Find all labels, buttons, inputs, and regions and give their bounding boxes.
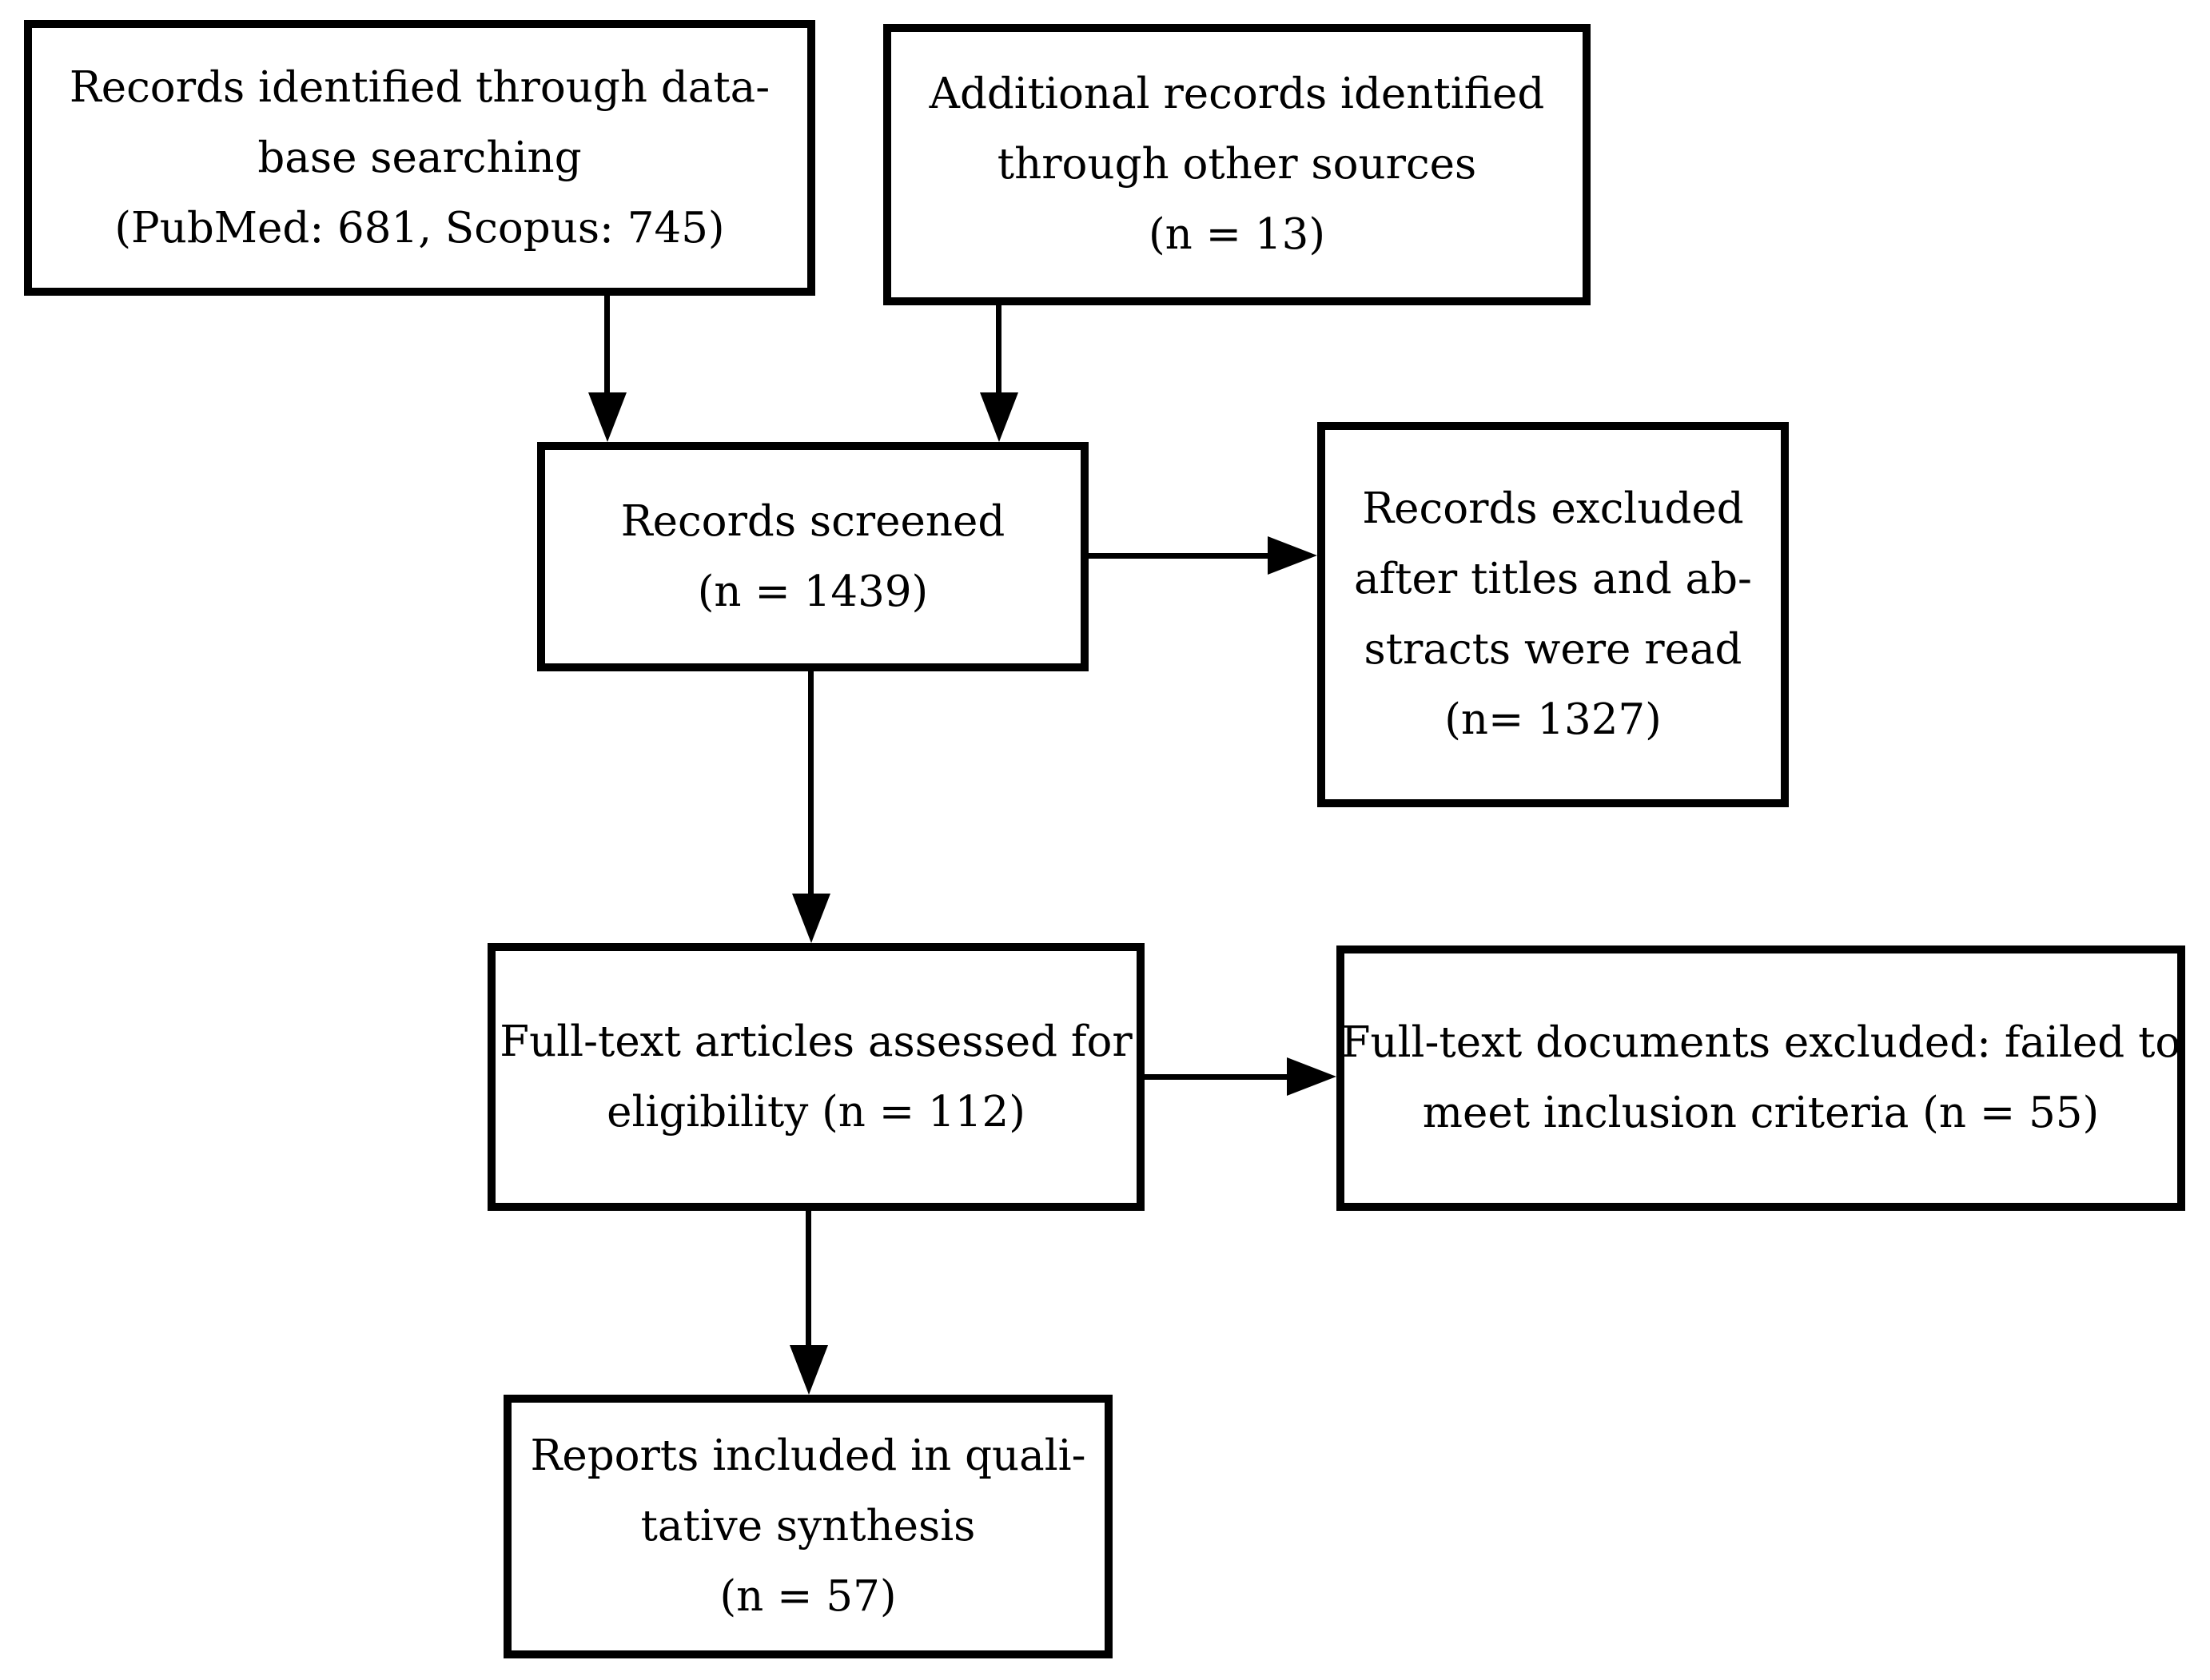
text-line: (n = 1439) [697,567,929,616]
arrow-line-fulltext-to-excluded [1145,1074,1290,1080]
text-line: Records excluded [1362,484,1744,533]
text-line: Reports included in quali- [530,1431,1086,1480]
text-line: eligibility (n = 112) [607,1087,1025,1137]
text-line: stracts were read [1364,625,1742,674]
arrow-line-additional-to-screened [996,305,1001,396]
arrowhead-down-icon [588,392,627,442]
arrow-line-identified-to-screened [604,296,610,396]
box-records-excluded: Records excluded after titles and ab- st… [1317,422,1789,807]
text-line: Full-text articles assessed for [500,1017,1133,1066]
text-line: (PubMed: 681, Scopus: 745) [114,203,725,253]
text-line: Records identified through data- [69,62,771,112]
box-fulltext-assessed: Full-text articles assessed for eligibil… [488,943,1145,1211]
arrowhead-down-icon [792,894,830,943]
text-line: (n = 13) [1148,210,1326,259]
arrowhead-down-icon [980,392,1018,442]
text-line: tative synthesis [640,1502,976,1551]
text-line: (n= 1327) [1444,695,1662,744]
arrowhead-right-icon [1287,1057,1336,1096]
arrowhead-right-icon [1268,536,1317,575]
arrow-line-fulltext-to-included [806,1211,811,1348]
box-additional-records: Additional records identified through ot… [883,24,1591,305]
text-line: Records screened [620,496,1005,546]
box-records-identified: Records identified through data- base se… [24,20,815,296]
box-reports-included: Reports included in quali- tative synthe… [504,1395,1113,1658]
text-line: (n = 57) [719,1572,897,1621]
text-line: through other sources [997,140,1477,189]
arrow-line-screened-to-excluded [1089,553,1271,559]
text-line: Additional records identified [929,70,1545,118]
arrowhead-down-icon [790,1345,828,1395]
text-line: base searching [257,133,582,182]
text-line: after titles and ab- [1354,555,1752,603]
text-line: meet inclusion criteria (n = 55) [1422,1089,2100,1137]
text-line: Full-text documents excluded: failed to [1340,1018,2181,1067]
box-records-screened: Records screened (n = 1439) [537,442,1089,671]
arrow-line-screened-to-fulltext [808,671,814,897]
box-fulltext-excluded: Full-text documents excluded: failed to … [1336,945,2185,1211]
